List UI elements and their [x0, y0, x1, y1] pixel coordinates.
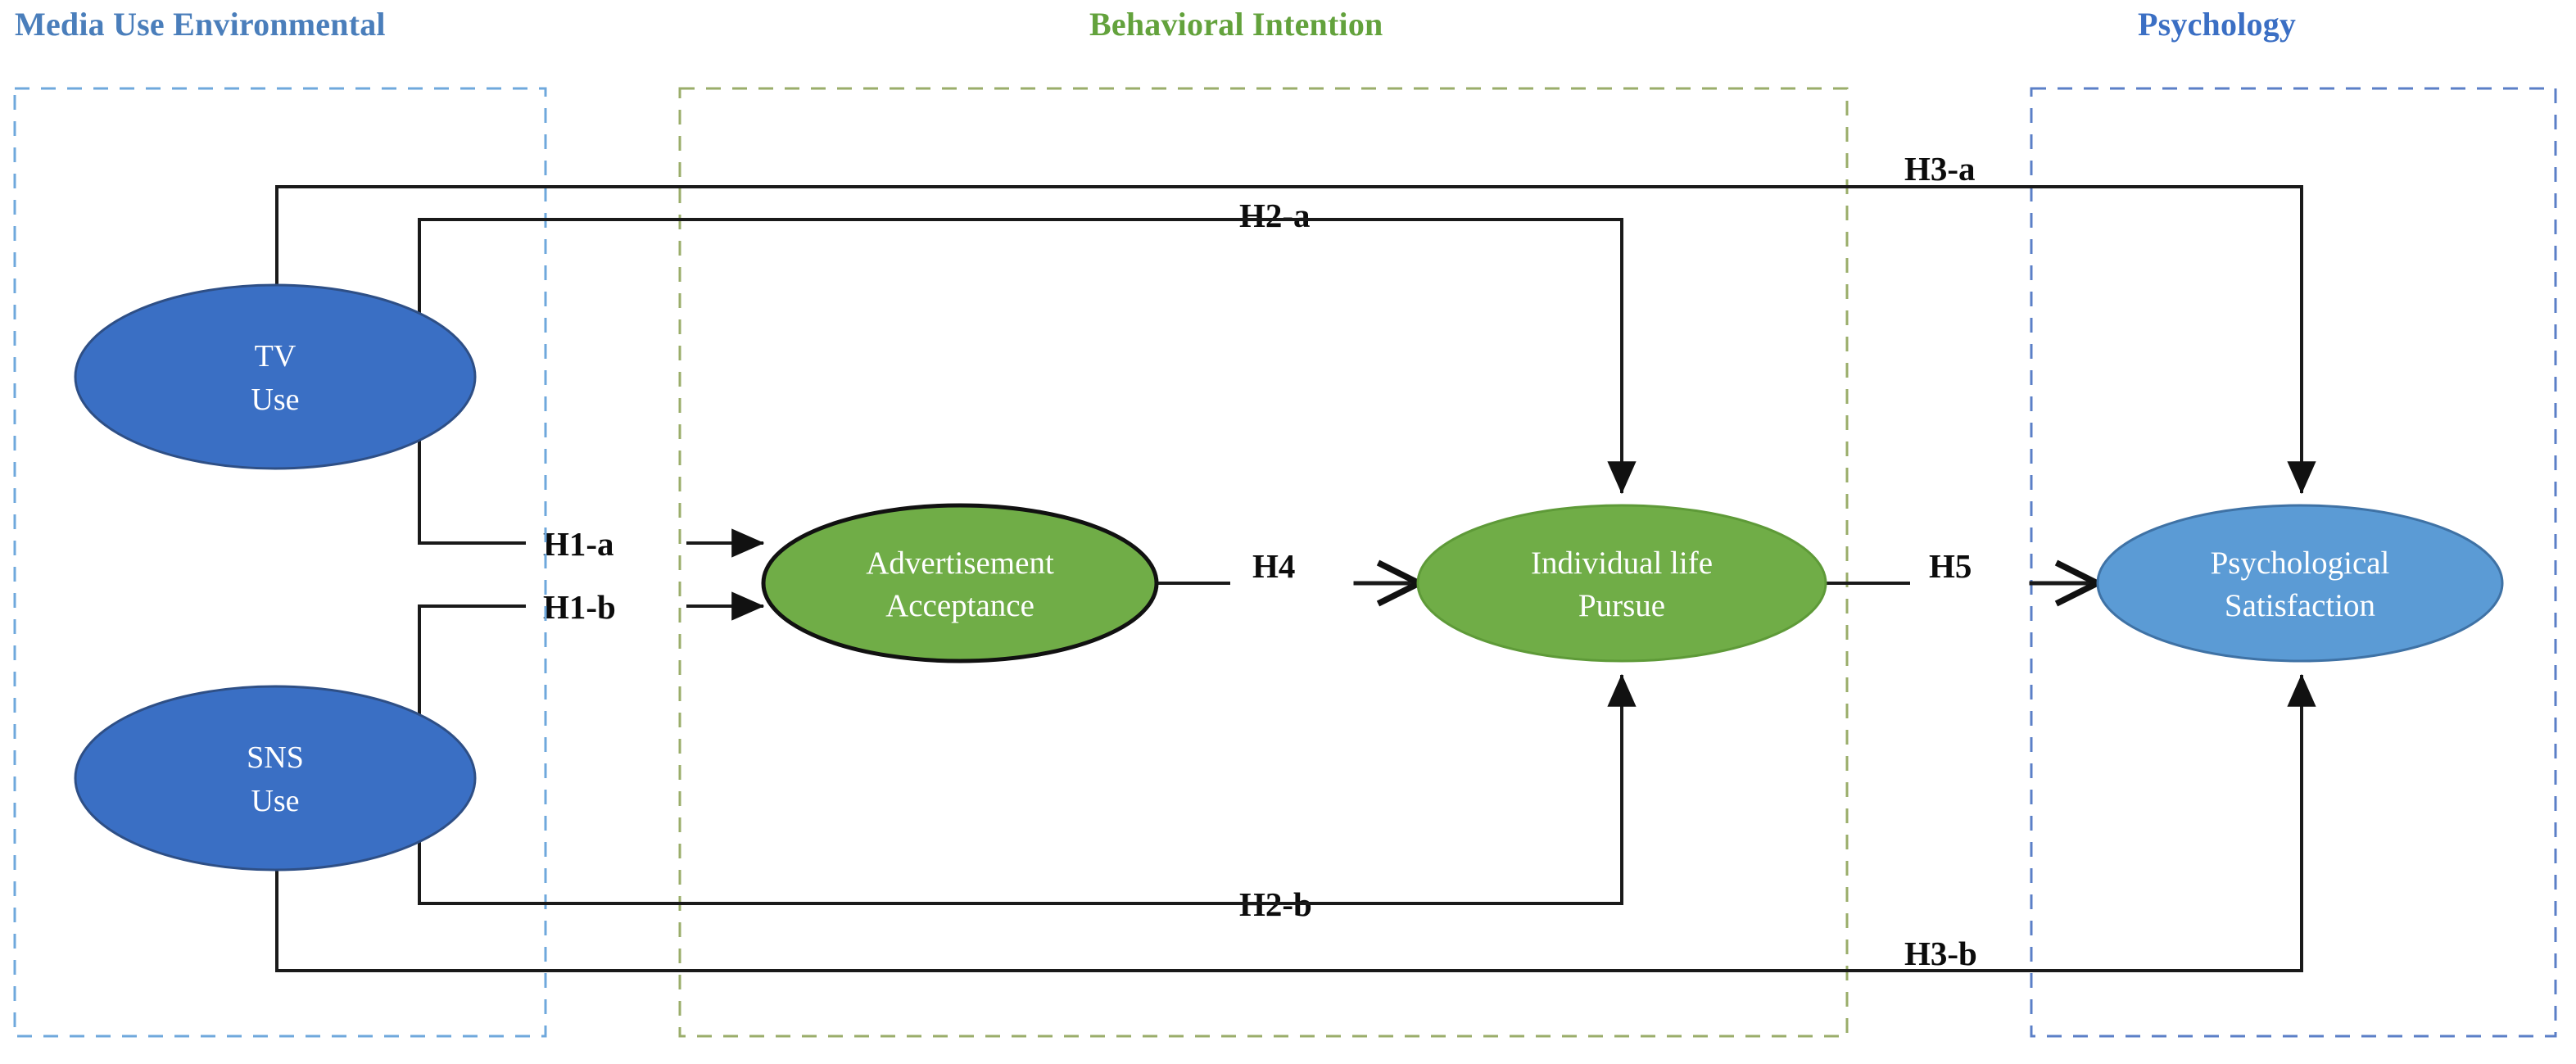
group-box-media-use — [13, 87, 547, 1038]
node-label-sns-use-line2: Use — [251, 784, 299, 818]
node-tv-use[interactable]: TV Use — [74, 283, 477, 470]
node-advertisement-acceptance[interactable]: Advertisement Acceptance — [761, 503, 1159, 663]
node-label-sns-use-line1: SNS — [247, 740, 304, 775]
node-label-ad-acceptance-line1: Advertisement — [866, 546, 1054, 581]
group-title-psychology: Psychology — [2138, 6, 2297, 43]
node-label-ad-acceptance-line2: Acceptance — [885, 588, 1034, 623]
node-label-psy-satisfaction-line1: Psychological — [2211, 546, 2390, 581]
node-sns-use[interactable]: SNS Use — [74, 685, 477, 872]
connector-h2-b — [418, 673, 1637, 905]
node-label-tv-use-line2: Use — [251, 383, 299, 417]
hypothesis-label-h1-b: H1-b — [543, 588, 616, 626]
connector-h2-a — [418, 218, 1637, 495]
group-box-psychology — [2030, 87, 2557, 1038]
connector-h3-b — [275, 673, 2316, 972]
group-title-behavioral-intention: Behavioral Intention — [1089, 6, 1383, 43]
group-title-media-use: Media Use Environmental — [15, 6, 386, 43]
hypothesis-label-h3-b: H3-b — [1904, 935, 1977, 972]
hypothesis-label-h1-a: H1-a — [543, 525, 614, 563]
hypothesis-label-h3-a: H3-a — [1904, 150, 1976, 188]
hypothesis-label-h5: H5 — [1929, 547, 1972, 585]
node-label-life-pursue-line1: Individual life — [1531, 546, 1713, 581]
hypothesis-label-h4: H4 — [1252, 547, 1296, 585]
node-label-tv-use-line1: TV — [255, 339, 297, 374]
node-label-psy-satisfaction-line2: Satisfaction — [2225, 588, 2375, 623]
connector-h1-b-stub — [418, 604, 526, 722]
node-label-life-pursue-line2: Pursue — [1578, 588, 1665, 623]
group-box-behavioral-intention — [678, 87, 1849, 1038]
connector-h1-a-stub — [418, 416, 526, 545]
hypothesis-label-h2-a: H2-a — [1239, 197, 1311, 234]
node-individual-life-pursue[interactable]: Individual life Pursue — [1416, 504, 1827, 663]
node-psychological-satisfaction[interactable]: Psychological Satisfaction — [2096, 504, 2504, 663]
connector-h3-a — [275, 185, 2316, 495]
